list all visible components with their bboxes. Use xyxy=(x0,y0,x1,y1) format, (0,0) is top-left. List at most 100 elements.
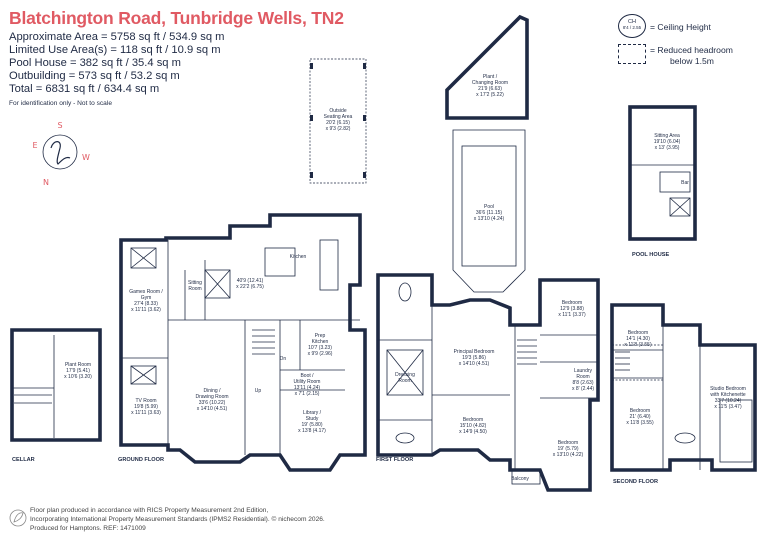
plant-changing-label-2: Changing Room xyxy=(472,80,508,86)
dining-size: 33'6 (10.22) xyxy=(199,400,226,406)
bedroom-sf1-label: Bedroom xyxy=(628,330,648,336)
plant-room-size: 17'9 (5.41) xyxy=(66,368,90,374)
pool-size: 36'6 (11.15) xyxy=(476,210,502,216)
principal-bedroom-size-2: x 14'10 (4.51) xyxy=(459,361,490,367)
plant-room-label: Plant Room xyxy=(65,362,91,368)
boot-utility-size: 13'11 (4.24) xyxy=(294,385,320,391)
bedroom-sf1-size-2: x 11'8 (3.55) xyxy=(624,342,652,348)
ceiling-height-legend: = Ceiling Height xyxy=(650,22,711,32)
identification-note: For identification only - Not to scale xyxy=(9,100,112,107)
second-floor-plan: Bedroom 14'1 (4.30) x 11'8 (3.55) Bedroo… xyxy=(610,303,757,472)
limited-use-area: Limited Use Area(s) = 118 sq ft / 10.9 s… xyxy=(9,44,221,56)
library-size: 19' (5.80) xyxy=(302,422,323,428)
cellar-plan: Plant Room 17'9 (5.41) x 10'6 (3.20) xyxy=(10,328,102,442)
ground-floor-label: GROUND FLOOR xyxy=(118,457,164,463)
reduced-headroom-legend-2: below 1.5m xyxy=(670,56,714,66)
leaf-logo-icon xyxy=(9,509,27,527)
sitting-area-size-2: x 13' (3.95) xyxy=(655,145,680,151)
bedroom-ff2-size: 12'9 (3.88) xyxy=(560,306,584,312)
pool-house: Sitting Area 19'10 (6.04) x 13' (3.95) B… xyxy=(628,105,697,241)
studio-bedroom-size-2: x 11'5 (3.47) xyxy=(714,404,742,410)
principal-bedroom-size: 19'3 (5.86) xyxy=(462,355,486,361)
cellar-floor-label: CELLAR xyxy=(12,457,35,463)
kitchen-label: Kitchen xyxy=(290,254,307,260)
studio-bedroom-size: 33'7 (10.24) xyxy=(715,398,742,404)
ground-floor-plan: Games Room / Gym 27'4 (8.33) x 11'11 (3.… xyxy=(119,213,367,472)
pool-label: Pool xyxy=(484,204,494,210)
prep-kitchen-label: Prep xyxy=(315,333,326,339)
boot-utility-label-2: Utility Room xyxy=(294,379,321,385)
kitchen-size-2: x 22'2 (6.75) xyxy=(236,284,264,290)
balcony-label: Balcony xyxy=(511,476,529,482)
sitting-area-size: 19'10 (6.04) xyxy=(654,139,681,145)
ground-stairs-dn: Dn xyxy=(280,356,287,362)
games-room-size-2: x 11'11 (3.62) xyxy=(131,307,161,313)
bedroom-ff3-size-2: x 13'10 (4.22) xyxy=(553,452,584,458)
prep-kitchen-size: 10'7 (3.23) xyxy=(308,345,332,351)
studio-bedroom-label-2: with Kitchenette xyxy=(710,392,746,398)
laundry-label-2: Room xyxy=(576,374,589,380)
bedroom-ff1-size-2: x 14'9 (4.50) xyxy=(459,429,487,435)
laundry-label: Laundry xyxy=(574,368,593,374)
bedroom-ff2-size-2: x 11'1 (3.37) xyxy=(558,312,586,318)
compass-rose: S E W N xyxy=(32,121,90,187)
first-floor-label: FIRST FLOOR xyxy=(376,457,413,463)
dining-label: Dining / xyxy=(204,388,222,394)
tv-room-size-2: x 11'11 (3.63) xyxy=(131,410,161,416)
pool-house-floor-label: POOL HOUSE xyxy=(632,252,669,258)
bedroom-ff1-size: 15'10 (4.82) xyxy=(460,423,487,429)
ch-value: 8'4 / 2.55 xyxy=(622,25,642,30)
ch-label: CH xyxy=(628,19,636,25)
bedroom-ff2-label: Bedroom xyxy=(562,300,582,306)
plant-room-size-2: x 10'6 (3.20) xyxy=(64,374,92,380)
sitting-room-label: Sitting xyxy=(188,280,202,286)
library-label: Library / xyxy=(303,410,322,416)
sitting-area-label: Sitting Area xyxy=(654,133,680,139)
studio-bedroom-label: Studio Bedroom xyxy=(710,386,746,392)
library-label-2: Study xyxy=(306,416,319,422)
first-floor-plan: Dressing Room Principal Bedroom 19'3 (5.… xyxy=(376,273,600,492)
dining-label-2: Drawing Room xyxy=(195,394,228,400)
outside-seating-size: 20'2 (6.15) xyxy=(326,120,350,126)
footer-line-1: Floor plan produced in accordance with R… xyxy=(30,507,269,514)
plant-changing-size-2: x 17'2 (5.22) xyxy=(476,92,504,98)
games-room-label-2: Gym xyxy=(141,295,152,301)
bedroom-ff3-size: 19' (5.79) xyxy=(558,446,579,452)
approximate-area: Approximate Area = 5758 sq ft / 534.9 sq… xyxy=(9,31,225,43)
boot-utility-label: Boot / xyxy=(300,373,314,379)
games-room-size: 27'4 (8.33) xyxy=(134,301,158,307)
plant-changing-label: Plant / xyxy=(483,74,498,80)
bedroom-sf2-size-2: x 11'8 (3.55) xyxy=(626,420,654,426)
compass-s: S xyxy=(57,121,62,130)
dressing-room-label: Dressing xyxy=(395,372,415,378)
prep-kitchen-size-2: x 9'9 (2.96) xyxy=(308,351,333,357)
pool-area: Plant / Changing Room 21'9 (6.63) x 17'2… xyxy=(445,14,529,293)
compass-n: N xyxy=(43,178,49,187)
bedroom-ff1-label: Bedroom xyxy=(463,417,483,423)
outside-seating-label-2: Seating Area xyxy=(324,114,353,120)
tv-room-size: 19'8 (5.99) xyxy=(134,404,158,410)
pool-house-area: Pool House = 382 sq ft / 35.4 sq m xyxy=(9,57,181,69)
bedroom-sf2-size: 21' (6.40) xyxy=(630,414,651,420)
plant-changing-size: 21'9 (6.63) xyxy=(478,86,502,92)
dressing-room-label-2: Room xyxy=(398,378,411,384)
bedroom-sf2-label: Bedroom xyxy=(630,408,650,414)
sitting-room-label-2: Room xyxy=(188,286,201,292)
principal-bedroom-label: Principal Bedroom xyxy=(454,349,495,355)
total-area: Total = 6831 sq ft / 634.4 sq m xyxy=(9,83,160,95)
laundry-size: 8'8 (2.63) xyxy=(573,380,594,386)
ground-stairs-up: Up xyxy=(255,388,262,394)
dining-size-2: x 14'10 (4.51) xyxy=(197,406,228,412)
outside-seating-label: Outside xyxy=(329,108,346,114)
outbuilding-area: Outbuilding = 573 sq ft / 53.2 sq m xyxy=(9,70,180,82)
footer-line-3: Produced for Hamptons. REF: 1471009 xyxy=(30,525,146,532)
games-room-label: Games Room / xyxy=(129,289,163,295)
outside-seating-area: Outside Seating Area 20'2 (6.15) x 9'3 (… xyxy=(309,58,367,184)
reduced-headroom-legend: = Reduced headroom xyxy=(650,45,733,55)
bedroom-ff3-label: Bedroom xyxy=(558,440,578,446)
kitchen-size: 40'9 (12.41) xyxy=(237,278,264,284)
boot-utility-size-2: x 7'1 (2.15) xyxy=(295,391,320,397)
pool-size-2: x 13'10 (4.24) xyxy=(474,216,505,222)
bedroom-sf1-size: 14'1 (4.30) xyxy=(626,336,650,342)
